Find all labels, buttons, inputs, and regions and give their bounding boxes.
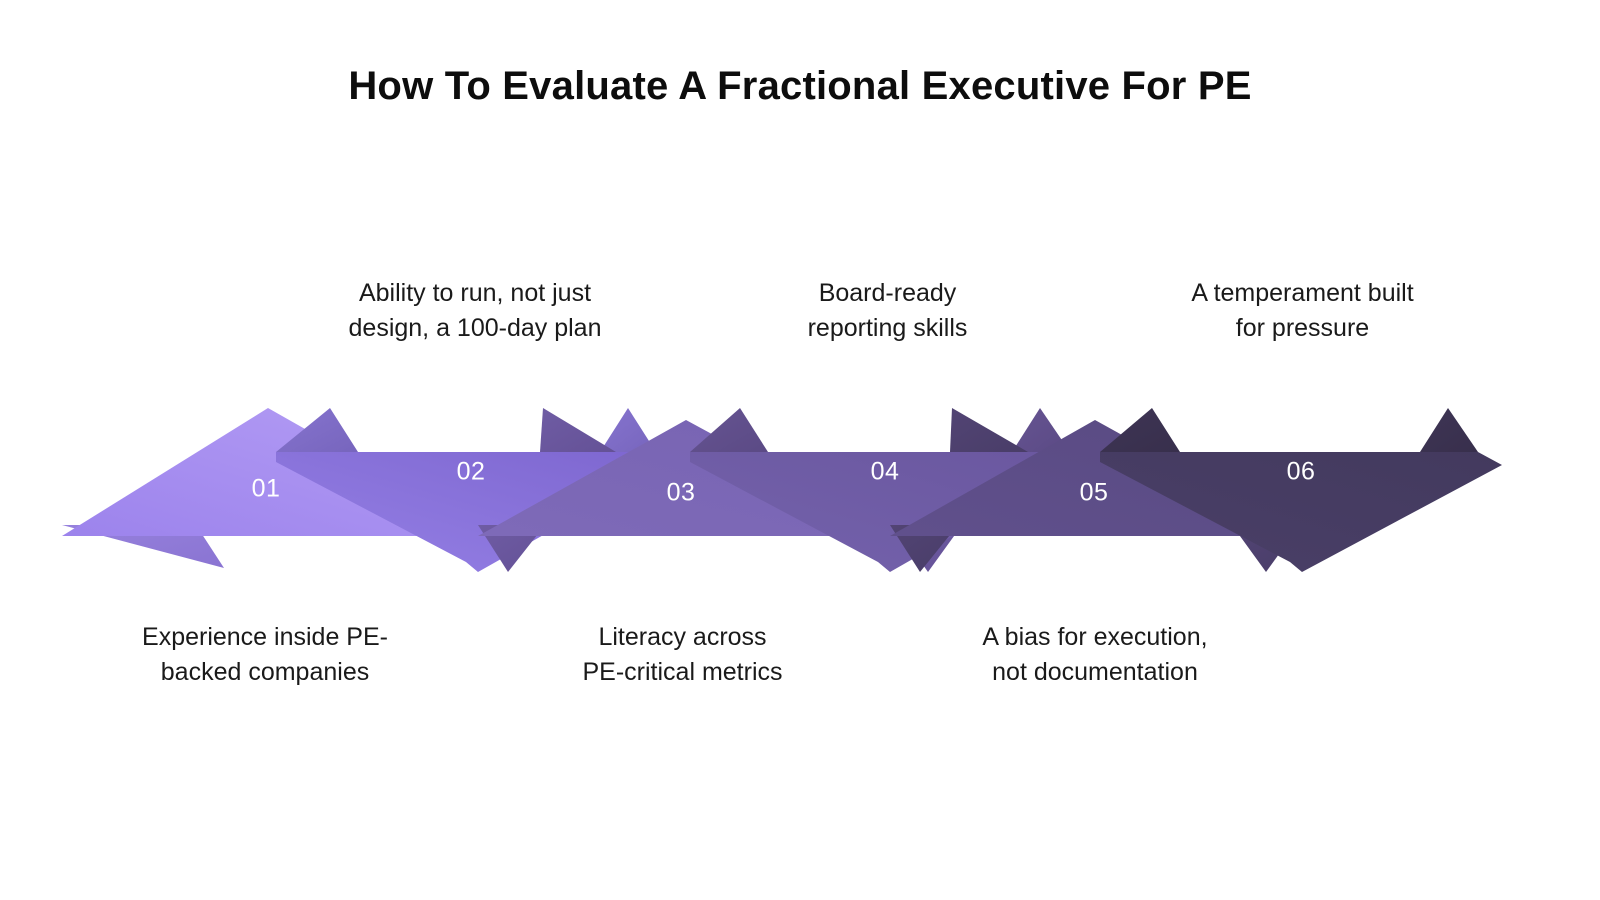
- arrow-barb-05-left: [890, 525, 958, 572]
- caption-step-04: Board-ready reporting skills: [807, 279, 968, 342]
- arrow-barb-04-left: [690, 408, 768, 452]
- page-title: How To Evaluate A Fractional Executive F…: [348, 64, 1252, 108]
- step-number-05: 05: [1080, 479, 1109, 507]
- arrow-body-06: [1100, 452, 1502, 572]
- step-number-06: 06: [1287, 458, 1316, 486]
- arrow-barb-06-right: [1420, 408, 1478, 452]
- arrow-barb-02-right: [600, 408, 656, 452]
- step-number-02: 02: [457, 458, 486, 486]
- caption-step-02: Ability to run, not just design, a 100-d…: [348, 279, 602, 342]
- step-number-04: 04: [871, 458, 900, 486]
- caption-step-05: A bias for execution, not documentation: [982, 623, 1208, 686]
- arrow-barb-04-right: [1012, 408, 1070, 452]
- caption-step-03: Literacy across PE-critical metrics: [582, 623, 783, 686]
- arrow-segment-06[interactable]: 06: [1100, 408, 1502, 572]
- arrow-barb-06-left: [1100, 408, 1180, 452]
- arrow-barb-03-top: [540, 408, 616, 452]
- arrow-barb-03-left: [478, 525, 545, 572]
- process-arrow-chain: 01 02 03 04 05: [62, 408, 1502, 572]
- step-number-03: 03: [667, 479, 696, 507]
- step-number-01: 01: [252, 475, 281, 503]
- caption-step-06: A temperament built for pressure: [1191, 279, 1414, 342]
- caption-step-01: Experience inside PE- backed companies: [142, 623, 388, 686]
- arrow-barb-02-left: [276, 408, 358, 452]
- arrow-barb-05-top: [950, 408, 1028, 452]
